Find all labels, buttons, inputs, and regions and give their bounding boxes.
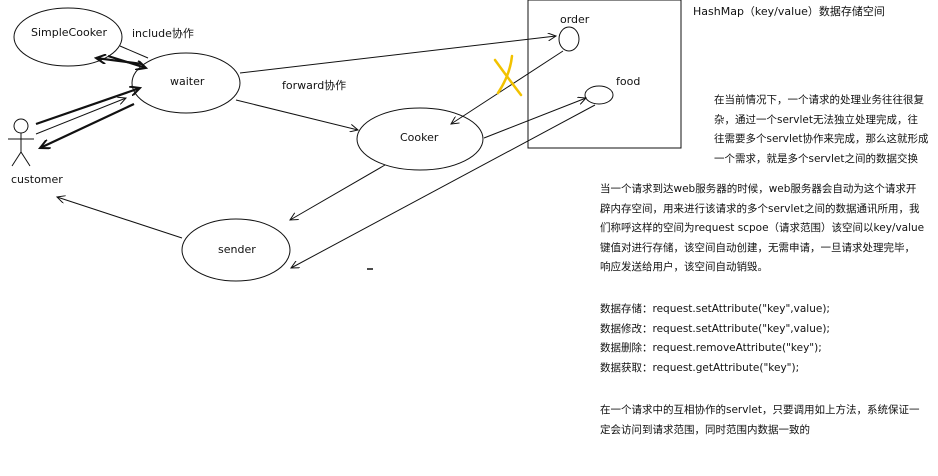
cooker-to-food-arrow <box>483 98 586 139</box>
waiter-label: waiter <box>170 75 205 88</box>
customer-to-waiter-arrow-2 <box>35 98 126 135</box>
sender-label: sender <box>218 243 256 256</box>
waiter-to-simplecooker-arrow <box>96 58 143 66</box>
situation-line: 一个需求，就是多个servlet之间的数据交换 <box>714 152 918 165</box>
sender-node <box>181 218 291 282</box>
cooker-to-sender-arrow <box>290 164 386 220</box>
situation-line: 杂，通过一个servlet无法独立处理完成，往 <box>714 113 918 126</box>
request-scope-line: 当一个请求到达web服务器的时候，web服务器会自动为这个请求开 <box>600 183 917 195</box>
request-scope-line: 们称呼这样的空间为request scpoe（请求范围）该空间以key/valu… <box>600 222 925 234</box>
request-scope-line: 响应发送给用户，该空间自动销毁。 <box>600 261 768 273</box>
request-scope-line: 辟内存空间，用来进行该请求的多个servlet之间的数据通讯所用，我 <box>600 202 920 215</box>
api-line: 数据删除：request.removeAttribute("key"); <box>600 342 822 354</box>
conclusion-line: 在一个请求中的互相协作的servlet，只要调用如上方法，系统保证一 <box>600 404 920 416</box>
api-note: 数据存储：request.setAttribute("key",value); … <box>600 300 830 378</box>
food-label: food <box>616 75 641 88</box>
order-label: order <box>560 13 590 26</box>
situation-line: 往需要多个servlet协作来完成，那么这就形成 <box>714 133 929 145</box>
include-link <box>119 45 149 59</box>
waiter-to-order-arrow <box>239 36 556 74</box>
waiter-node <box>131 52 241 114</box>
customer-actor-icon <box>8 118 34 167</box>
api-line: 数据修改：request.setAttribute("key",value); <box>600 322 830 335</box>
simplecooker-to-waiter-arrow <box>107 54 146 68</box>
cooker-label: Cooker <box>400 131 439 144</box>
situation-line: 在当前情况下，一个请求的处理业务往往很复 <box>714 94 924 106</box>
api-line: 数据获取：request.getAttribute("key"); <box>600 361 800 374</box>
food-node <box>584 85 614 105</box>
customer-to-waiter-arrow <box>35 88 140 126</box>
order-node <box>558 26 580 52</box>
request-scope-note: 当一个请求到达web服务器的时候，web服务器会自动为这个请求开 辟内存空间，用… <box>600 180 924 278</box>
conclusion-note: 在一个请求中的互相协作的servlet，只要调用如上方法，系统保证一 定会访问到… <box>600 401 919 440</box>
cross-mark-icon <box>493 54 523 97</box>
waiter-to-customer-arrow <box>40 103 135 148</box>
forward-arrow <box>235 99 358 130</box>
conclusion-line: 定会访问到请求范围，同时范围内数据一致的 <box>600 423 810 436</box>
hashmap-title: HashMap（key/value）数据存储空间 <box>693 5 885 18</box>
situation-note: 在当前情况下，一个请求的处理业务往往很复 杂，通过一个servlet无法独立处理… <box>714 91 928 169</box>
api-line: 数据存储：request.setAttribute("key",value); <box>600 303 830 315</box>
food-to-sender-arrow <box>291 104 596 268</box>
customer-label: customer <box>11 173 63 186</box>
simplecooker-label: SimpleCooker <box>31 26 107 39</box>
include-label: include协作 <box>132 27 194 40</box>
sender-to-customer-arrow <box>57 197 183 239</box>
forward-label: forward协作 <box>282 79 347 92</box>
request-scope-line: 键值对进行存储，该空间自动创建，无需申请，一旦请求处理完毕， <box>600 241 915 254</box>
order-to-cooker-arrow <box>451 50 564 124</box>
hashmap-box <box>527 0 682 149</box>
simplecooker-node <box>13 7 123 67</box>
